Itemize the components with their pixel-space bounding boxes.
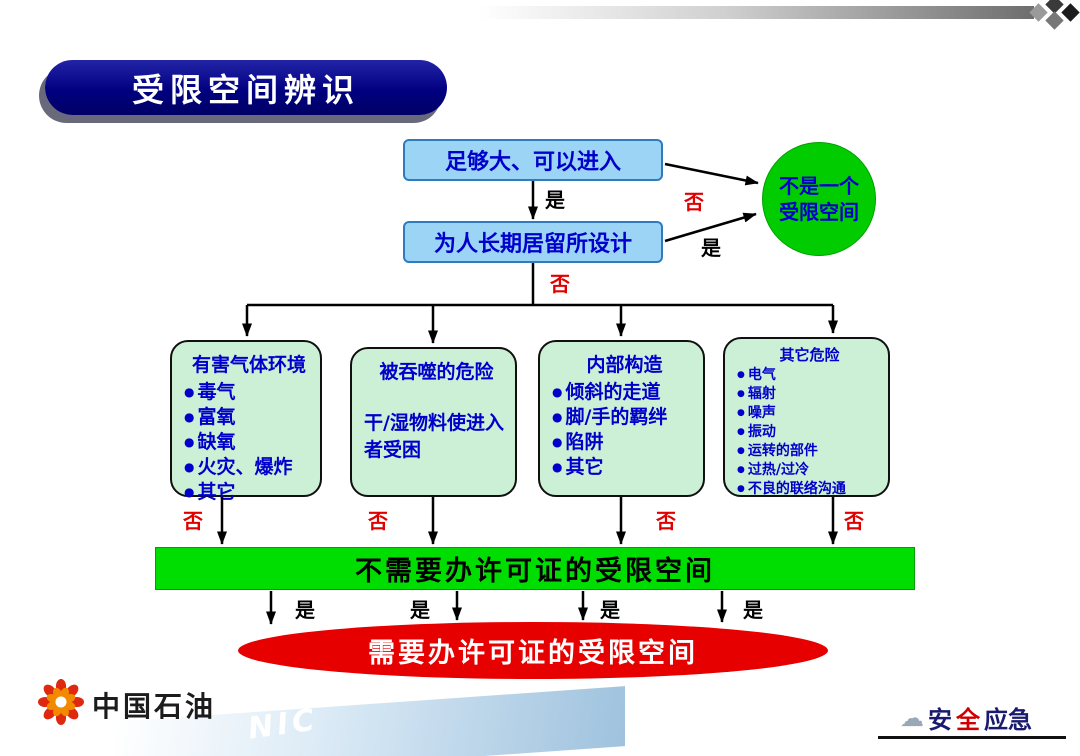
cloud-icon: ☁ [900,703,924,732]
hazard-box-title: 有害气体环境 [191,354,306,376]
hazard-box-internal-structure: 内部构造 倾斜的走道脚/手的羁绊陷阱其它 [538,340,705,497]
label-yes: 是 [600,598,620,622]
label-yes: 是 [701,236,721,260]
node-permit-required: 需要办许可证的受限空间 [238,622,828,679]
hazard-item: 毒气 [184,380,314,405]
hazard-item-list: 毒气富氧缺氧火灾、爆炸其它 [184,380,314,505]
hazard-item: 缺氧 [184,430,314,455]
label-yes: 是 [743,598,763,622]
hazard-item: 振动 [737,423,882,442]
corner-decoration-diamond [1061,3,1080,22]
petrochina-logo-icon [38,679,84,725]
hazard-item: 脚/手的羁绊 [552,405,697,430]
brand-name: 中国石油 [92,690,217,723]
footer-divider-line [878,736,1066,739]
hazard-item: 陷阱 [552,430,697,455]
hazard-box-harmful-gas: 有害气体环境 毒气富氧缺氧火灾、爆炸其它 [170,340,322,503]
label-yes: 是 [295,598,315,622]
hazard-item: 噪声 [737,404,882,423]
label-no: 否 [183,509,203,533]
top-gradient-bar [478,6,1034,19]
label-no: 否 [550,272,570,296]
footer-right-text: 应急 [984,706,1032,734]
hazard-item: 其它 [184,480,314,505]
hazard-box-title: 被吞噬的危险 [379,361,494,383]
node-big-enough-to-enter: 足够大、可以进入 [403,139,663,181]
hazard-item: 不良的联络沟通 [737,480,882,499]
node-designed-for-occupancy: 为人长期居留所设计 [403,221,663,263]
hazard-box-title: 其它危险 [779,346,840,364]
node-no-permit-required: 不需要办许可证的受限空间 [155,547,915,590]
hazard-box-text: 干/湿物料使进入者受困 [364,412,504,461]
hazard-box-other-hazards: 其它危险 电气辐射噪声振动运转的部件过热/过冷不良的联络沟通 [723,337,890,497]
hazard-item: 运转的部件 [737,442,882,461]
footer-right-text: 全 [956,706,980,734]
footer-right-text: 安 [928,706,952,734]
hazard-item: 过热/过冷 [737,461,882,480]
hazard-box-title: 内部构造 [586,354,663,376]
footer-right-logo: ☁ 安 全 应急 [900,700,1032,735]
label-yes: 是 [545,188,565,212]
label-no: 否 [684,190,704,214]
hazard-item: 其它 [552,455,697,480]
node-not-confined-space: 不是一个 受限空间 [762,142,876,256]
hazard-item: 富氧 [184,405,314,430]
hazard-item: 火灾、爆炸 [184,455,314,480]
hazard-box-engulfment: 被吞噬的危险 干/湿物料使进入者受困 [350,347,517,497]
hazard-item-list: 倾斜的走道脚/手的羁绊陷阱其它 [552,380,697,480]
hazard-item: 电气 [737,366,882,385]
label-yes: 是 [410,598,430,622]
slide-title: 受限空间辨识 [45,60,447,115]
hazard-item: 倾斜的走道 [552,380,697,405]
hazard-item-list: 电气辐射噪声振动运转的部件过热/过冷不良的联络沟通 [737,366,882,499]
label-no: 否 [368,509,388,533]
hazard-item: 辐射 [737,385,882,404]
label-no: 否 [844,509,864,533]
label-no: 否 [656,509,676,533]
corner-decoration-diamond [1045,11,1064,30]
